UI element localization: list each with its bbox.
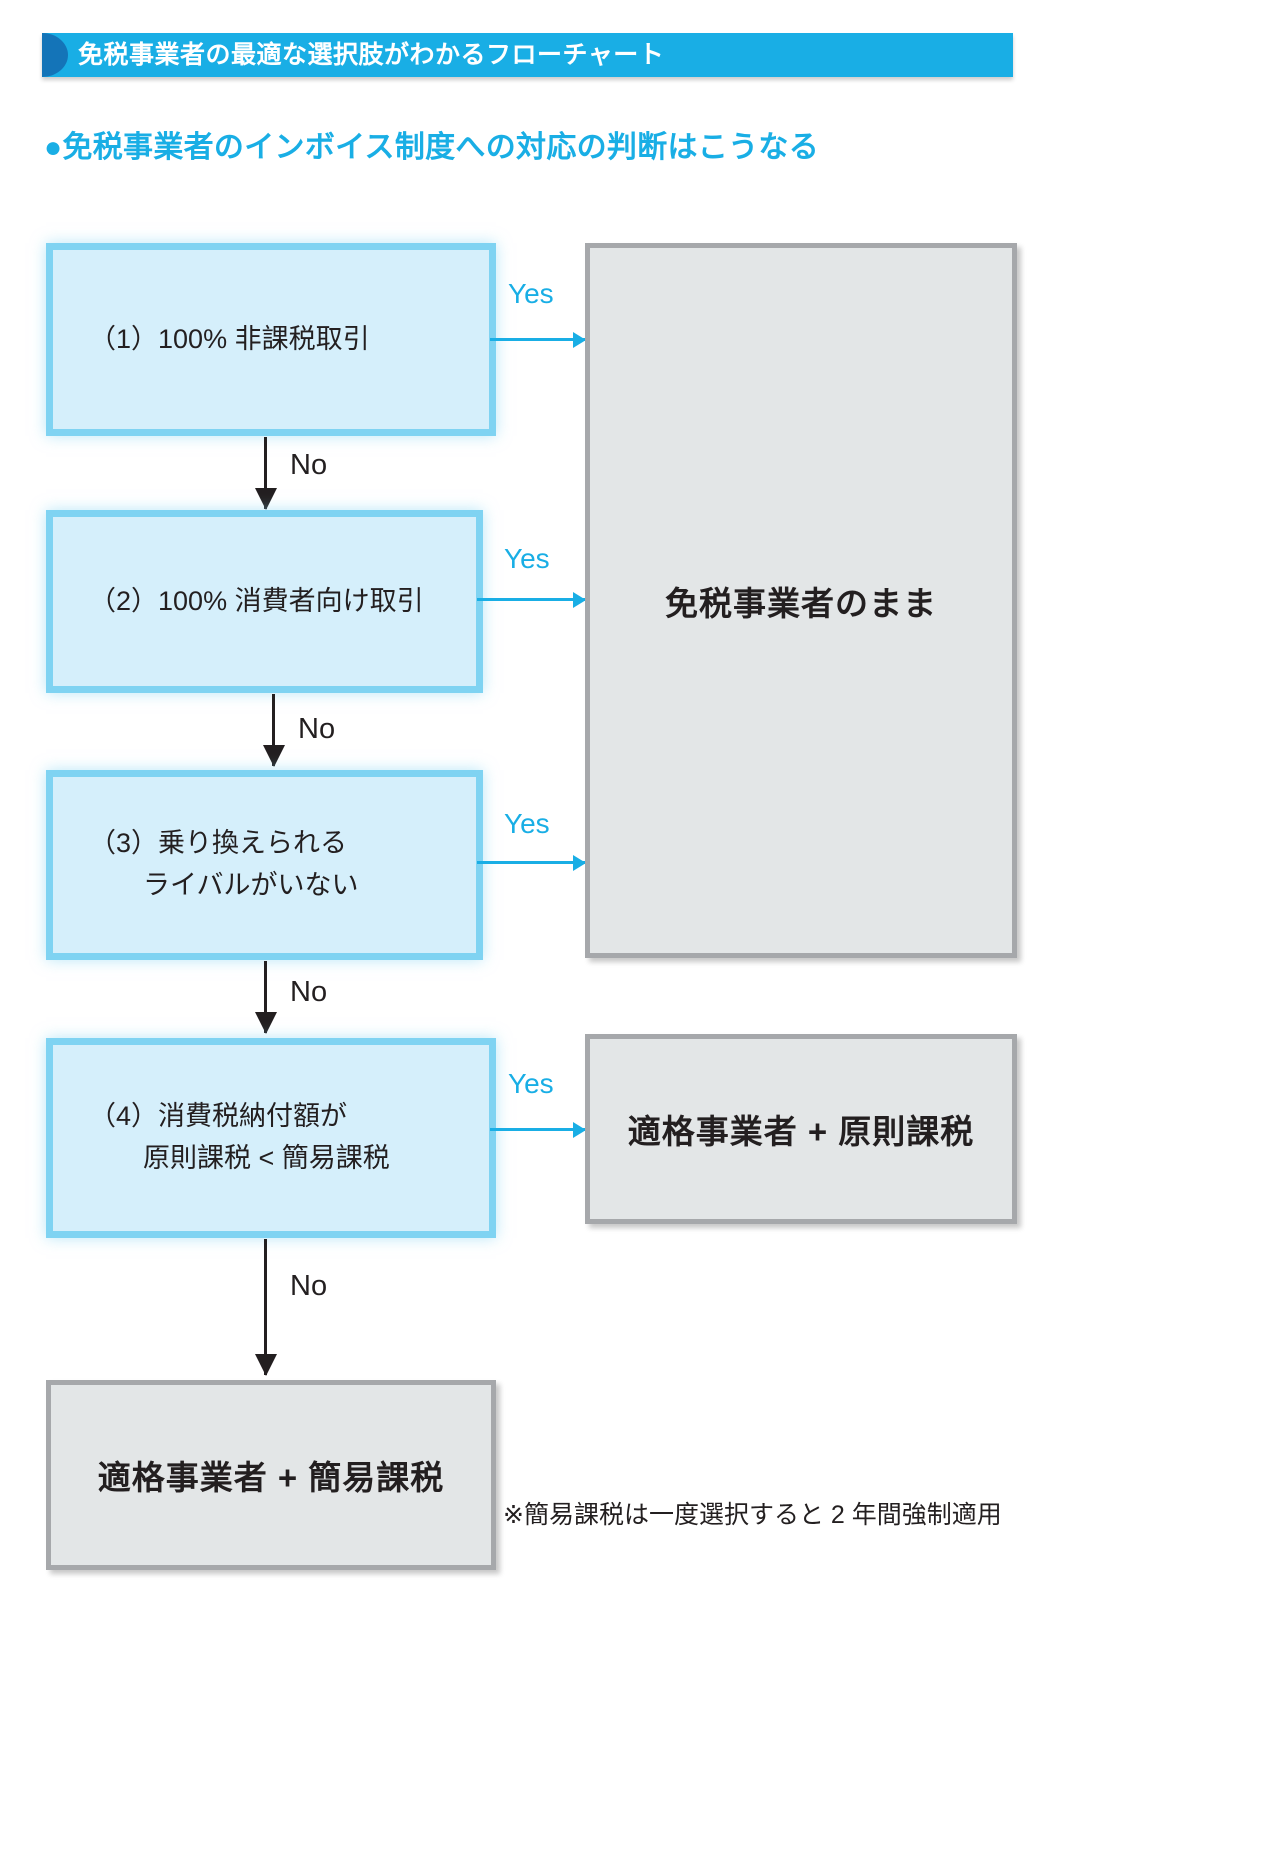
yes-label-1: Yes <box>508 278 554 309</box>
decision-box-2-label: （2）100% 消費者向け取引 <box>89 585 424 616</box>
decision-box-3[interactable]: （3）乗り換えられる ライバルがいない <box>46 770 483 960</box>
outcome-box-qualified-principle-label: 適格事業者 + 原則課税 <box>627 1113 975 1150</box>
header-bar: 免税事業者の最適な選択肢がわかるフローチャート <box>42 33 1013 77</box>
page-title: 免税事業者の最適な選択肢がわかるフローチャート <box>78 41 665 69</box>
outcome-box-stay-exempt-label: 免税事業者のまま <box>665 584 937 622</box>
yes-arrow-2-icon <box>477 598 585 601</box>
outcome-box-stay-exempt[interactable]: 免税事業者のまま <box>585 243 1017 958</box>
decision-box-3-content: （3）乗り換えられる ライバルがいない <box>53 777 476 953</box>
decision-box-4-content: （4）消費税納付額が 原則課税 < 簡易課税 <box>53 1045 489 1231</box>
decision-box-1-content: （1）100% 非課税取引 <box>53 250 489 429</box>
no-label-4: No <box>290 1270 328 1302</box>
no-label-1: No <box>290 449 328 481</box>
outcome-box-qualified-principle[interactable]: 適格事業者 + 原則課税 <box>585 1034 1017 1224</box>
no-label-3: No <box>290 976 328 1008</box>
yes-arrow-3-icon <box>477 861 585 864</box>
no-arrow-3-icon <box>264 961 267 1033</box>
yes-label-2: Yes <box>504 543 550 574</box>
decision-box-2-content: （2）100% 消費者向け取引 <box>53 517 476 686</box>
decision-box-4[interactable]: （4）消費税納付額が 原則課税 < 簡易課税 <box>46 1038 496 1238</box>
yes-label-3: Yes <box>504 808 550 839</box>
decision-box-1[interactable]: （1）100% 非課税取引 <box>46 243 496 436</box>
footnote: ※簡易課税は一度選択すると 2 年間強制適用 <box>503 1501 1002 1529</box>
yes-arrow-4-icon <box>490 1128 585 1131</box>
decision-box-3-label: （3）乗り換えられる ライバルがいない <box>89 828 359 900</box>
no-arrow-2-icon <box>272 694 275 766</box>
yes-label-4: Yes <box>508 1068 554 1099</box>
decision-box-1-label: （1）100% 非課税取引 <box>89 323 370 354</box>
yes-arrow-1-icon <box>490 338 585 341</box>
header-left-cap-icon <box>42 33 68 77</box>
decision-box-2[interactable]: （2）100% 消費者向け取引 <box>46 510 483 693</box>
section-subtitle: ●免税事業者のインボイス制度への対応の判断はこうなる <box>44 131 820 164</box>
decision-box-4-label: （4）消費税納付額が 原則課税 < 簡易課税 <box>89 1101 390 1173</box>
no-arrow-1-icon <box>264 437 267 509</box>
outcome-box-qualified-simplified-label: 適格事業者 + 簡易課税 <box>97 1459 445 1496</box>
no-label-2: No <box>298 713 336 745</box>
no-arrow-4-icon <box>264 1239 267 1375</box>
outcome-box-qualified-simplified[interactable]: 適格事業者 + 簡易課税 <box>46 1380 496 1570</box>
